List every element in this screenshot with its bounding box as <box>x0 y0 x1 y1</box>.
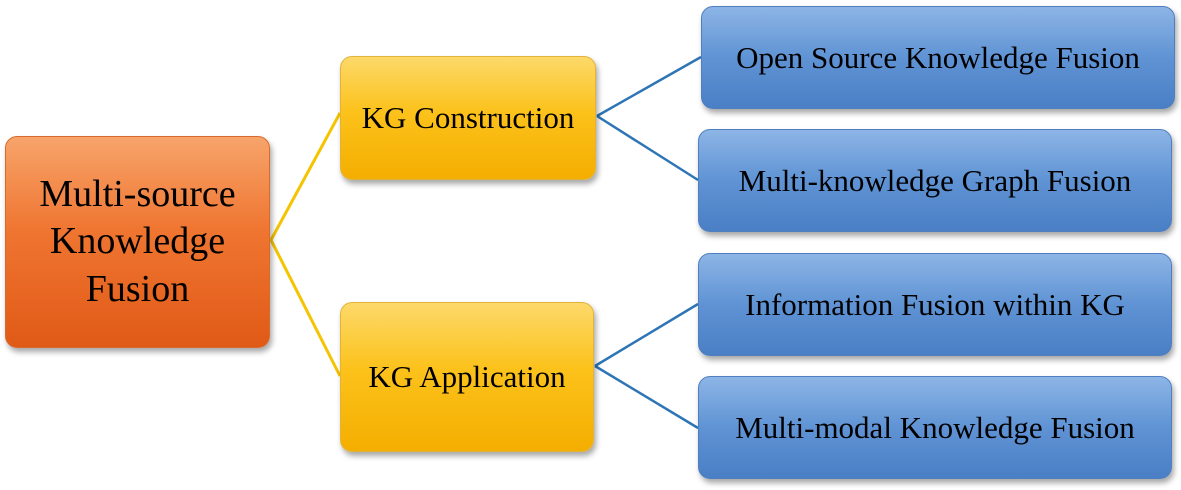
root-node-label: Multi-source Knowledge Fusion <box>39 172 236 310</box>
leaf-node-multi-modal-knowledge-fusion: Multi-modal Knowledge Fusion <box>698 376 1172 479</box>
leaf-node-label: Multi-knowledge Graph Fusion <box>738 162 1132 198</box>
connector-root-to-kg-application <box>269 239 342 377</box>
leaf-node-label: Open Source Knowledge Fusion <box>736 39 1140 75</box>
root-node-multi-source-knowledge-fusion: Multi-source Knowledge Fusion <box>5 136 270 348</box>
leaf-node-information-fusion-within-kg: Information Fusion within KG <box>698 253 1172 356</box>
leaf-node-open-source-knowledge-fusion: Open Source Knowledge Fusion <box>701 6 1175 109</box>
connector-root-to-kg-construction <box>269 112 342 241</box>
branch-node-label: KG Application <box>368 358 566 394</box>
connector-kg-construction-to-multi-kg <box>596 114 699 182</box>
connector-kg-construction-to-open-source <box>596 55 702 118</box>
leaf-node-label: Information Fusion within KG <box>745 286 1125 322</box>
connector-kg-application-to-multimodal <box>594 364 699 430</box>
leaf-node-label: Multi-modal Knowledge Fusion <box>735 409 1135 445</box>
branch-node-kg-application: KG Application <box>340 302 594 452</box>
branch-node-kg-construction: KG Construction <box>340 56 596 180</box>
branch-node-label: KG Construction <box>361 100 575 136</box>
connector-kg-application-to-info-fusion <box>594 302 699 368</box>
leaf-node-multi-knowledge-graph-fusion: Multi-knowledge Graph Fusion <box>698 129 1172 232</box>
